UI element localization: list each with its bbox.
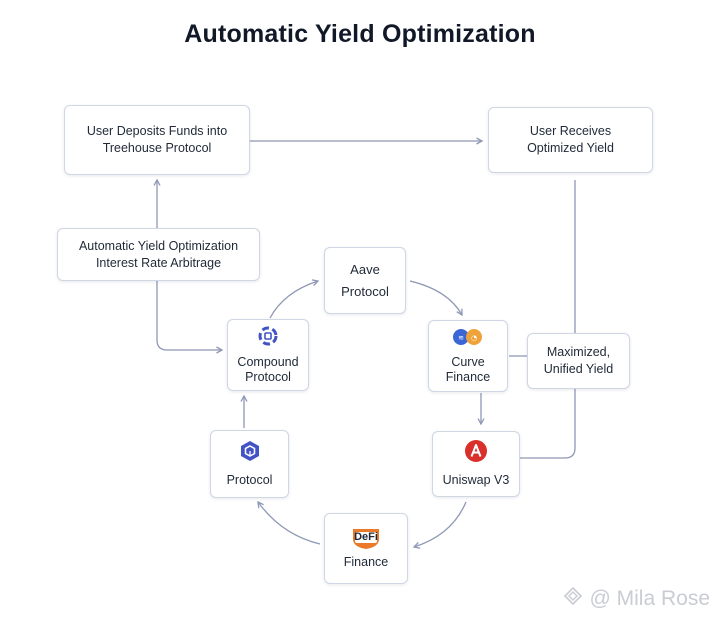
- connector-uniswap-to-receives: [520, 180, 576, 459]
- arrow-compound-to-aave: [269, 279, 320, 319]
- node-user-deposits: User Deposits Funds into Treehouse Proto…: [64, 105, 250, 175]
- compound-logo-icon: [257, 325, 279, 351]
- arrow-aave-to-curve: [409, 280, 463, 317]
- node-defi-line1: Finance: [343, 555, 389, 569]
- node-user-deposits-line2: Treehouse Protocol: [102, 141, 212, 155]
- node-uniswap-v3: Uniswap V3: [432, 431, 520, 497]
- curve-logo-icon: ≋ ◔: [450, 327, 486, 351]
- node-maximized-line1: Maximized,: [546, 345, 611, 359]
- node-auto-opt-line1: Automatic Yield Optimization: [78, 238, 239, 253]
- node-auto-opt-line2: Interest Rate Arbitrage: [95, 255, 222, 270]
- node-user-receives-line1: User Receives: [529, 124, 612, 138]
- node-user-receives: User Receives Optimized Yield: [488, 107, 653, 173]
- defi-logo-icon: DeFi: [349, 526, 383, 550]
- protocol-logo-icon: [238, 439, 262, 468]
- node-compound-line1: Compound: [237, 355, 299, 369]
- svg-text:◔: ◔: [471, 334, 477, 342]
- node-curve-finance: ≋ ◔ Curve Finance: [428, 320, 508, 392]
- node-curve-line1: Curve: [451, 355, 485, 369]
- node-aave-protocol: Aave Protocol: [324, 247, 406, 314]
- svg-text:≋: ≋: [458, 334, 464, 342]
- uniswap-logo-icon: [464, 439, 488, 468]
- diagram-title: Automatic Yield Optimization: [184, 20, 536, 48]
- node-defi-finance: DeFi Finance: [324, 513, 408, 584]
- defi-logo-text: DeFi: [354, 531, 378, 543]
- watermark-text: @ Mila Rose: [589, 587, 710, 610]
- node-uniswap-line1: Uniswap V3: [442, 473, 510, 487]
- node-protocol-line1: Protocol: [226, 473, 273, 487]
- node-protocol: Protocol: [210, 430, 289, 498]
- node-maximized-line2: Unified Yield: [543, 362, 614, 376]
- node-compound-protocol: Compound Protocol: [227, 319, 309, 391]
- node-maximized-unified-yield: Maximized, Unified Yield: [527, 333, 630, 389]
- node-aave-line1: Aave: [350, 261, 380, 277]
- node-compound-line2: Protocol: [245, 370, 291, 384]
- watermark: @ Mila Rose: [563, 586, 710, 612]
- arrow-autoopt-to-compound: [156, 281, 224, 354]
- arrow-uniswap-to-defi: [412, 501, 467, 549]
- arrow-defi-to-protocol: [257, 500, 321, 545]
- node-user-receives-line2: Optimized Yield: [527, 141, 614, 155]
- node-aave-line2: Protocol: [341, 283, 389, 299]
- node-user-deposits-line1: User Deposits Funds into: [86, 124, 228, 138]
- diamond-logo-icon: [563, 586, 583, 612]
- node-automatic-yield-optimization: Automatic Yield Optimization Interest Ra…: [57, 228, 260, 281]
- node-curve-line2: Finance: [445, 370, 491, 384]
